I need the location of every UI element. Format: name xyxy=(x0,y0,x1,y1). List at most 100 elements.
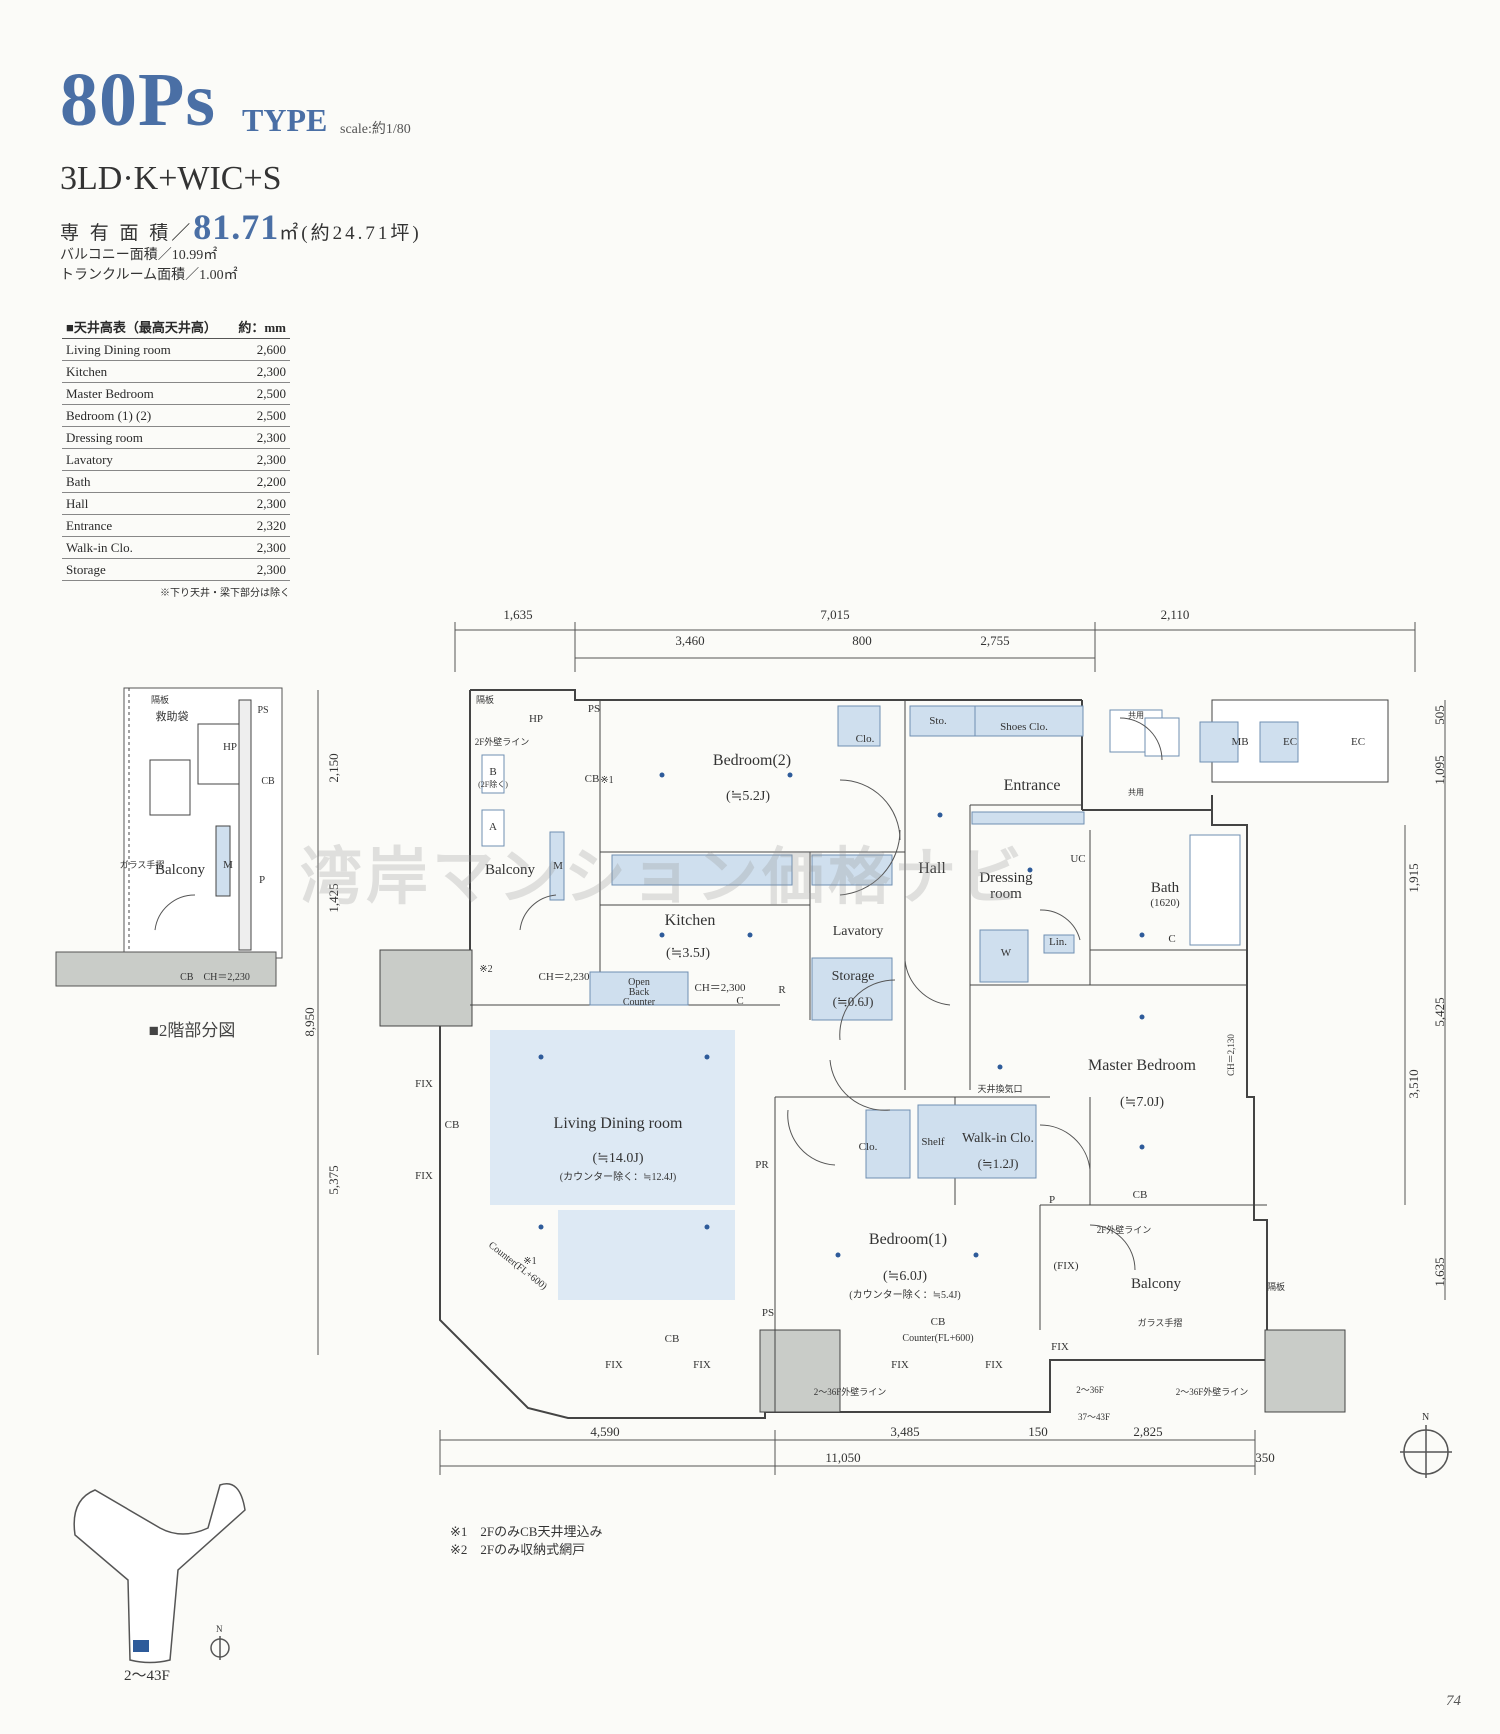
dim-top-1: 1,635 xyxy=(503,607,532,622)
label-railing: ガラス手摺 xyxy=(1138,1317,1183,1328)
note-2: ※2 2Fのみ収納式網戸 xyxy=(450,1542,585,1557)
ceiling-room: Entrance xyxy=(66,518,113,533)
dim-right-3: 1,915 xyxy=(1406,863,1421,892)
ceiling-table-header: ■天井高表（最高天井高） 約：mm xyxy=(62,317,290,339)
label-ps: PS xyxy=(588,703,600,715)
label-fix-paren: (FIX) xyxy=(1053,1260,1078,1272)
label-a-box: A xyxy=(489,821,497,833)
label-p: P xyxy=(1049,1194,1055,1206)
label-w: W xyxy=(1001,947,1012,959)
plan-dimensions: 1,635 7,015 2,110 3,460 800 2,755 4,590 … xyxy=(302,607,1447,1465)
partial-hp: HP xyxy=(223,741,237,753)
plan-walls xyxy=(379,689,1389,1419)
ceiling-height: 2,300 xyxy=(256,364,286,379)
label-note1-mark: ※1 xyxy=(600,775,613,786)
compass-north: N xyxy=(1422,1412,1429,1423)
room-kitchen: Kitchen xyxy=(665,912,716,929)
dim-top2-3: 2,755 xyxy=(980,633,1009,648)
ceiling-room: Bedroom (1) (2) xyxy=(66,408,152,423)
ceiling-table-title: ■天井高表（最高天井高） xyxy=(66,320,217,335)
ceiling-height: 2,300 xyxy=(256,452,286,467)
room-bedroom2: Bedroom(2) xyxy=(713,752,791,769)
label-ec-1: EC xyxy=(1283,736,1297,748)
dim-bottom-1: 4,590 xyxy=(590,1424,619,1439)
room-dressing-2: room xyxy=(990,886,1022,902)
label-fix-3: FIX xyxy=(605,1359,623,1371)
dim-left-3: 8,950 xyxy=(302,1007,317,1036)
ceiling-room: Hall xyxy=(66,496,89,511)
dim-left-1: 2,150 xyxy=(326,753,341,782)
room-living: Living Dining room xyxy=(554,1115,683,1132)
partial-plan-2f xyxy=(55,687,283,987)
room-bath: Bath xyxy=(1151,880,1180,896)
dim-bottom-total-2: 350 xyxy=(1255,1450,1275,1465)
label-ch-kitchen: CH＝2,300 xyxy=(694,982,746,994)
dim-right-ch: CH＝2,130 xyxy=(1226,1034,1236,1076)
label-fix-2: FIX xyxy=(415,1170,433,1182)
label-fix-1: FIX xyxy=(415,1078,433,1090)
room-bath-size: (1620) xyxy=(1150,897,1180,909)
partial-evac: 救助袋 xyxy=(156,709,189,723)
ceiling-table-row: Bedroom (1) (2)2,500 xyxy=(62,405,290,427)
room-wic-size: (≒1.2J) xyxy=(978,1156,1019,1171)
ceiling-room: Dressing room xyxy=(66,430,143,445)
open-counter-2: Back xyxy=(629,987,650,998)
label-cb-3: CB xyxy=(931,1316,946,1328)
label-line-2-36b: 2〜36F xyxy=(1076,1385,1104,1395)
label-fix-6: FIX xyxy=(985,1359,1003,1371)
dim-right-1: 505 xyxy=(1432,705,1447,725)
ceiling-height: 2,500 xyxy=(256,386,286,401)
ceiling-table-unit: 約：mm xyxy=(238,320,286,335)
room-living-size: (≒14.0J) xyxy=(592,1151,643,1166)
dim-right-2: 1,095 xyxy=(1432,755,1447,784)
dim-right-5: 3,510 xyxy=(1406,1069,1421,1098)
label-line-37-43: 37〜43F xyxy=(1078,1412,1110,1422)
dimension-lines xyxy=(317,622,1446,1475)
label-fix-5: FIX xyxy=(891,1359,909,1371)
label-r: R xyxy=(778,984,786,996)
ceiling-height: 2,300 xyxy=(256,540,286,555)
label-clo-2: Clo. xyxy=(859,1141,878,1153)
ceiling-room: Bath xyxy=(66,474,91,489)
room-bedroom1-size: (≒6.0J) xyxy=(883,1269,927,1284)
dim-bottom-2: 3,485 xyxy=(890,1424,919,1439)
dim-left-2: 1,425 xyxy=(326,883,341,912)
label-counter-bed: Counter(FL+600) xyxy=(902,1333,973,1344)
ceiling-room: Master Bedroom xyxy=(66,386,154,401)
area-label: 専 有 面 積／ xyxy=(60,223,194,244)
label-c-bath: C xyxy=(1168,933,1175,945)
keymap-north: N xyxy=(216,1624,223,1634)
room-kitchen-size: (≒3.5J) xyxy=(666,946,710,961)
label-uc: UC xyxy=(1070,853,1085,865)
dim-top2-1: 3,460 xyxy=(675,633,704,648)
ceiling-height: 2,600 xyxy=(256,342,286,357)
room-bedroom1: Bedroom(1) xyxy=(869,1231,947,1248)
plan-labels: Bedroom(2) (≒5.2J) Entrance Hall Kitchen… xyxy=(120,694,1197,1301)
room-lavatory: Lavatory xyxy=(833,924,884,939)
label-line-2-36: 2〜36F外壁ライン xyxy=(814,1386,887,1397)
label-cb-4: CB xyxy=(1133,1189,1148,1201)
dim-top-2: 7,015 xyxy=(820,607,849,622)
partial-railing: ガラス手摺 xyxy=(120,859,165,870)
label-ec-2: EC xyxy=(1351,736,1365,748)
label-m: M xyxy=(553,860,563,872)
dim-top-3: 2,110 xyxy=(1161,607,1190,622)
label-kyoyo-1: 共用 xyxy=(1128,711,1144,720)
label-kyoyo-2: 共用 xyxy=(1128,788,1144,797)
label-clo-1: Clo. xyxy=(856,733,875,745)
label-fix-7: FIX xyxy=(1051,1341,1069,1353)
page-number: 74 xyxy=(1446,1693,1461,1709)
room-balcony-left: Balcony xyxy=(485,862,535,878)
room-living-note: (カウンター除く：≒12.4J) xyxy=(560,1170,676,1183)
dim-right-4: 5,425 xyxy=(1432,997,1447,1026)
floor-area: 専 有 面 積／81.71㎡(約24.71坪) xyxy=(60,206,422,248)
label-lin: Lin. xyxy=(1049,936,1067,948)
dim-right-6: 1,635 xyxy=(1432,1257,1447,1286)
dim-bottom-4: 2,825 xyxy=(1133,1424,1162,1439)
